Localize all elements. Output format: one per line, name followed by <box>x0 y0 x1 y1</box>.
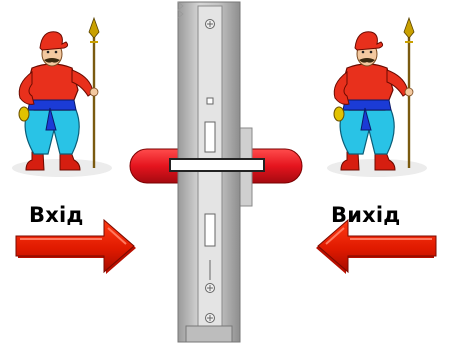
right-arrow-icon <box>15 219 137 275</box>
cossack-figure-icon <box>325 16 429 179</box>
entrance-label: Вхід <box>29 203 84 227</box>
left-arrow-icon <box>315 219 437 275</box>
exit-label: Вихід <box>331 203 401 227</box>
cossack-figure-icon <box>10 16 114 179</box>
bolt-slot <box>169 158 265 172</box>
